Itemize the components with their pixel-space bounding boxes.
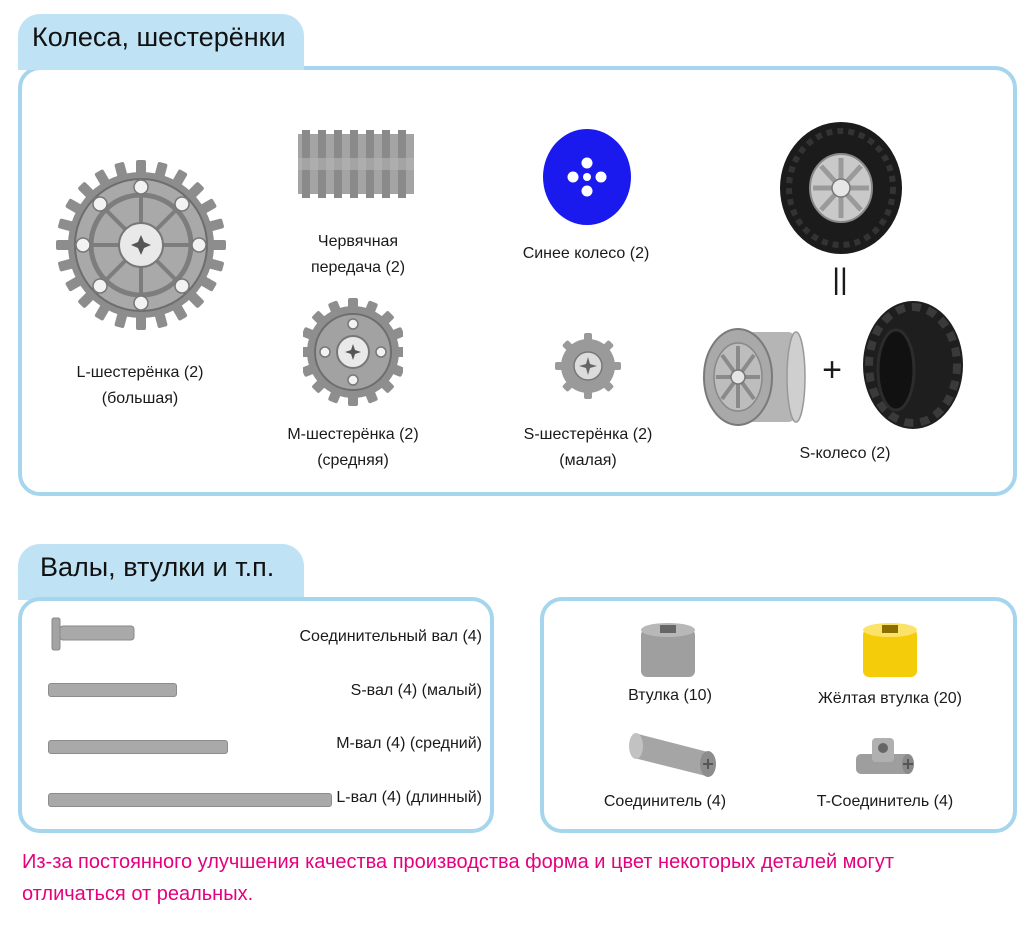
t-connector-icon <box>856 738 914 774</box>
s-axle-icon <box>48 683 177 697</box>
blue-wheel-label: Синее колесо (2) <box>522 245 650 262</box>
equals-sign: || <box>832 263 848 296</box>
t-connector-label: T-Соединитель (4) <box>816 793 954 810</box>
connector-label: Соединитель (4) <box>603 793 727 810</box>
s-gear-label-line1: S-шестерёнка (2) <box>523 426 653 443</box>
m-axle-label: M-вал (4) (средний) <box>336 735 482 752</box>
connector-icon <box>629 733 716 777</box>
m-gear-label: M-шестерёнка (2) (средняя) <box>268 422 438 474</box>
axles-section-tab: Валы, втулки и т.п. <box>18 544 304 600</box>
wheels-section-title: Колеса, шестерёнки <box>32 22 286 52</box>
s-gear-label-line2: (малая) <box>559 452 617 469</box>
blue-wheel-icon <box>543 129 631 225</box>
axles-section-title: Валы, втулки и т.п. <box>40 552 275 582</box>
footnote: Из-за постоянного улучшения качества про… <box>22 851 895 905</box>
tire-wheel-icon <box>780 122 902 254</box>
l-gear-label: L-шестерёнка (2) (большая) <box>45 360 235 412</box>
rim-icon <box>703 328 806 426</box>
worm-gear-icon <box>298 130 414 198</box>
connector-axle-icon <box>51 617 135 651</box>
m-gear-icon <box>303 298 403 406</box>
m-axle-icon <box>48 740 228 754</box>
small-tire-icon <box>863 301 963 429</box>
s-gear-label: S-шестерёнка (2) (малая) <box>503 422 673 474</box>
connector-axle-label: Соединительный вал (4) <box>299 628 482 645</box>
yellow-bushing-icon <box>863 623 917 677</box>
yellow-bushing-label: Жёлтая втулка (20) <box>818 690 962 707</box>
l-gear-label-line1: L-шестерёнка (2) <box>76 364 204 381</box>
bushing-icon <box>641 623 695 677</box>
m-gear-label-line2: (средняя) <box>317 452 389 469</box>
worm-gear-label-line2: передача (2) <box>310 259 406 276</box>
wheels-section-tab: Колеса, шестерёнки <box>18 14 304 70</box>
bushings-panel <box>540 597 1017 833</box>
m-gear-label-line1: M-шестерёнка (2) <box>287 426 419 443</box>
bushing-label: Втулка (10) <box>628 687 712 704</box>
worm-gear-label: Червячная передача (2) <box>283 229 433 281</box>
l-axle-icon <box>48 793 332 807</box>
l-axle-label: L-вал (4) (длинный) <box>336 789 482 806</box>
plus-sign: + <box>822 351 842 389</box>
s-axle-label: S-вал (4) (малый) <box>350 682 482 699</box>
l-gear-icon <box>56 160 226 330</box>
worm-gear-label-line1: Червячная <box>317 233 399 250</box>
s-wheel-label: S-колесо (2) <box>799 445 891 462</box>
s-gear-icon <box>555 333 621 399</box>
l-gear-label-line2: (большая) <box>101 390 179 407</box>
